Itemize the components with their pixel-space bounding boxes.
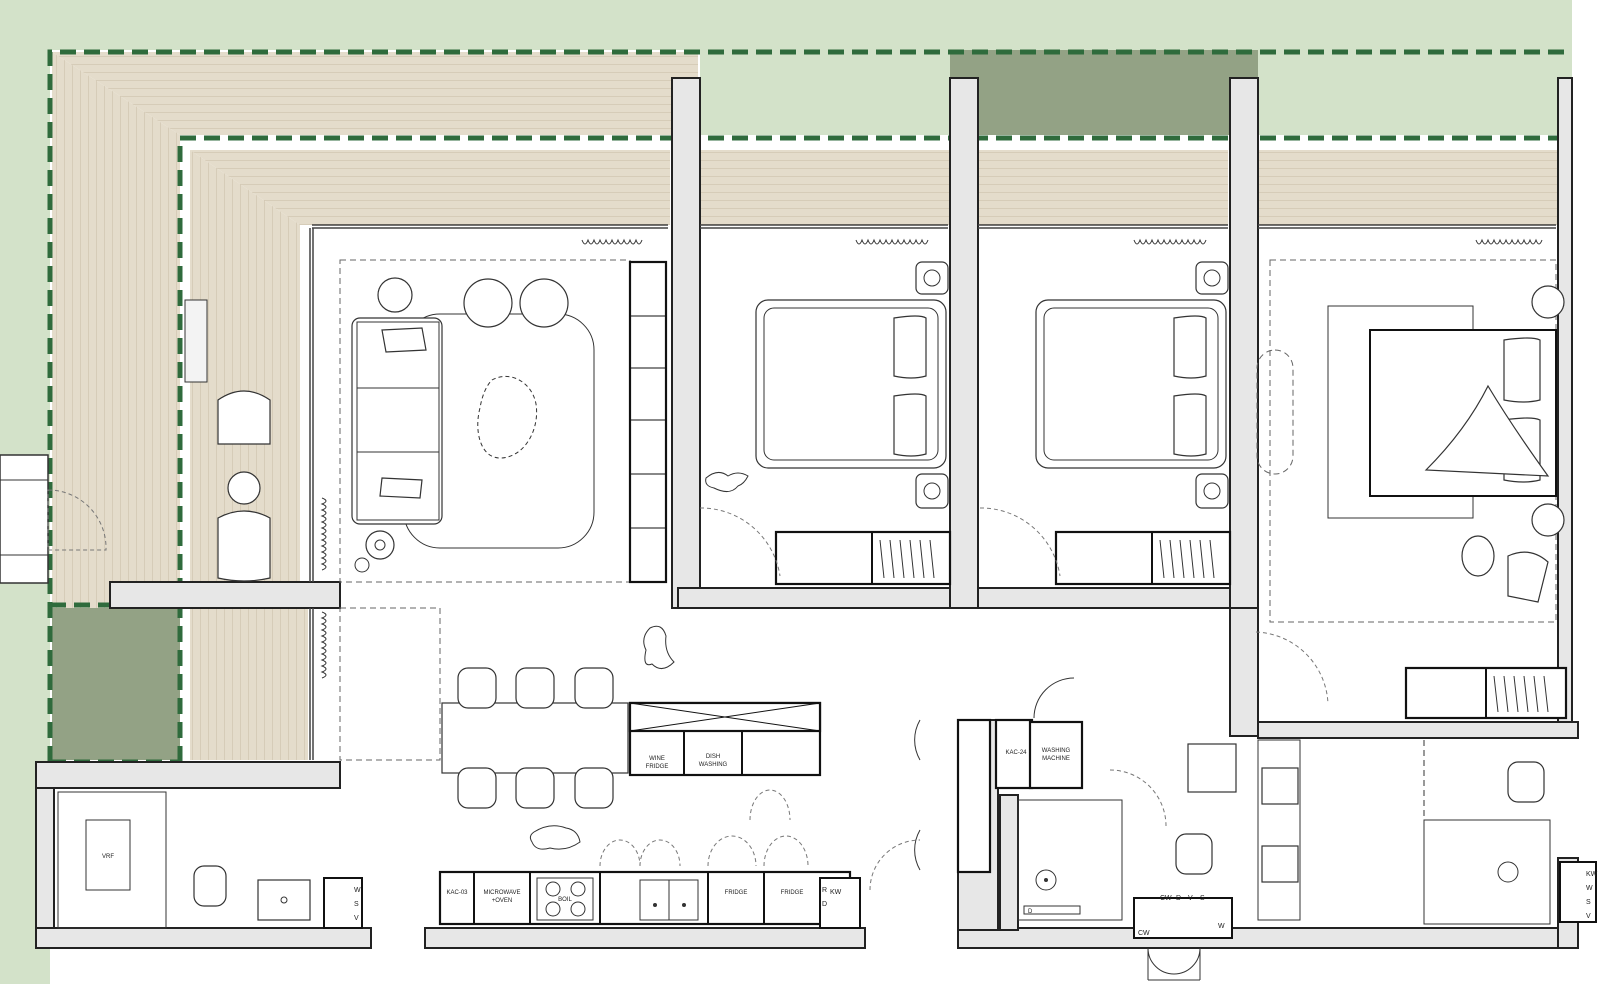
master-bedroom: [1255, 259, 1568, 720]
shaft-label-v: V: [1188, 895, 1193, 902]
hob-label: BOIL: [558, 897, 572, 903]
fridge-label-b: FRIDGE: [781, 890, 804, 896]
heater-symbols: [320, 238, 1543, 679]
riser-2: R D KW: [819, 877, 861, 929]
shaft-label-w: W: [1218, 923, 1225, 930]
wine-fridge-label: WINE: [649, 756, 665, 762]
riser-label-r: R: [822, 887, 827, 894]
riser-label-w: W: [354, 887, 361, 894]
wine-fridge-label-2: FRIDGE: [646, 764, 669, 770]
sofa[interactable]: [351, 317, 443, 525]
washing-machine-label: WASHING: [1042, 748, 1071, 754]
riser-label-v-3: V: [1586, 913, 1591, 920]
kitchen-island: WINE FRIDGE DISH WASHING: [628, 701, 822, 777]
bedroom-3: [979, 261, 1232, 586]
dining-chairs[interactable]: [457, 667, 614, 809]
master-nightstands: [1531, 285, 1565, 537]
pet-dog-figure-2: [529, 825, 581, 850]
master-bathroom: [1257, 739, 1551, 925]
kitchen-counter: KAC-03 MICROWAVE +OVEN BOIL FRIDGE FRIDG…: [438, 789, 852, 926]
vrf-label: VRF: [102, 854, 114, 860]
master-bed[interactable]: [1369, 329, 1557, 497]
washing-machine-label-2: MACHINE: [1042, 756, 1070, 762]
guest-bathroom: D: [1017, 743, 1237, 921]
timber-deck: [52, 52, 1572, 760]
living-room: [184, 259, 668, 584]
nightstands: [915, 261, 949, 509]
shaft-label-d: D: [1176, 895, 1181, 902]
hob-icon: [536, 877, 594, 921]
plumbing-shaft: CW D V S CW W: [1133, 895, 1233, 981]
kac03-label: KAC-03: [446, 890, 468, 896]
riser-3: KW W S V: [1559, 861, 1598, 923]
bed-2[interactable]: [755, 299, 947, 469]
sink-icon: [639, 879, 699, 921]
pet-dog-figure: [643, 625, 675, 669]
riser-label-s: S: [354, 901, 359, 908]
fridge-label-a: FRIDGE: [725, 890, 748, 896]
dishwasher-label-2: WASHING: [699, 762, 728, 768]
riser-label-kw: KW: [830, 889, 842, 896]
terrace-chairs[interactable]: [217, 390, 271, 582]
laundry: KAC-24 WASHING MACHINE: [869, 677, 1084, 891]
dining-table[interactable]: [441, 702, 629, 774]
nightstands-3: [1195, 261, 1229, 509]
dishwasher-label: DISH: [706, 754, 720, 760]
pouf-seats[interactable]: [377, 277, 569, 328]
bedroom-2: [699, 261, 952, 586]
media-shelving: [628, 260, 668, 584]
microwave-label: MICROWAVE: [484, 890, 521, 896]
microwave-label-2: +OVEN: [492, 898, 513, 904]
shaft-label-s: S: [1200, 895, 1205, 902]
dining-area: [339, 607, 675, 850]
riser-label-kw-3: KW: [1586, 871, 1598, 878]
bath-label-d: D: [1028, 909, 1033, 915]
riser-label-v: V: [354, 915, 359, 922]
floor-lamp: [354, 530, 395, 573]
riser-1: W S V: [323, 877, 363, 929]
washbasin-icon: [257, 879, 311, 921]
lawn-area: [0, 0, 1572, 984]
wardrobe-3: [1054, 530, 1232, 586]
glazing-lines: [309, 224, 1556, 760]
bed-3[interactable]: [1035, 299, 1227, 469]
shaft-label-cw: CW: [1160, 895, 1172, 902]
planter-box-left: [52, 608, 180, 760]
utility-room: VRF: [57, 791, 311, 929]
kac24-label: KAC-24: [1005, 750, 1027, 756]
shaft-label-cw2: CW: [1138, 930, 1150, 937]
toilet-icon: [193, 865, 227, 907]
riser-label-d: D: [822, 901, 827, 908]
wardrobe: [774, 530, 952, 586]
planter-box-top: [950, 50, 1258, 135]
garden-gate[interactable]: [0, 454, 107, 584]
riser-label-s-3: S: [1586, 899, 1591, 906]
riser-label-w-3: W: [1586, 885, 1593, 892]
coffee-table[interactable]: [477, 375, 538, 459]
master-wardrobe: [1404, 666, 1568, 720]
lounge-chair[interactable]: [1461, 535, 1549, 603]
